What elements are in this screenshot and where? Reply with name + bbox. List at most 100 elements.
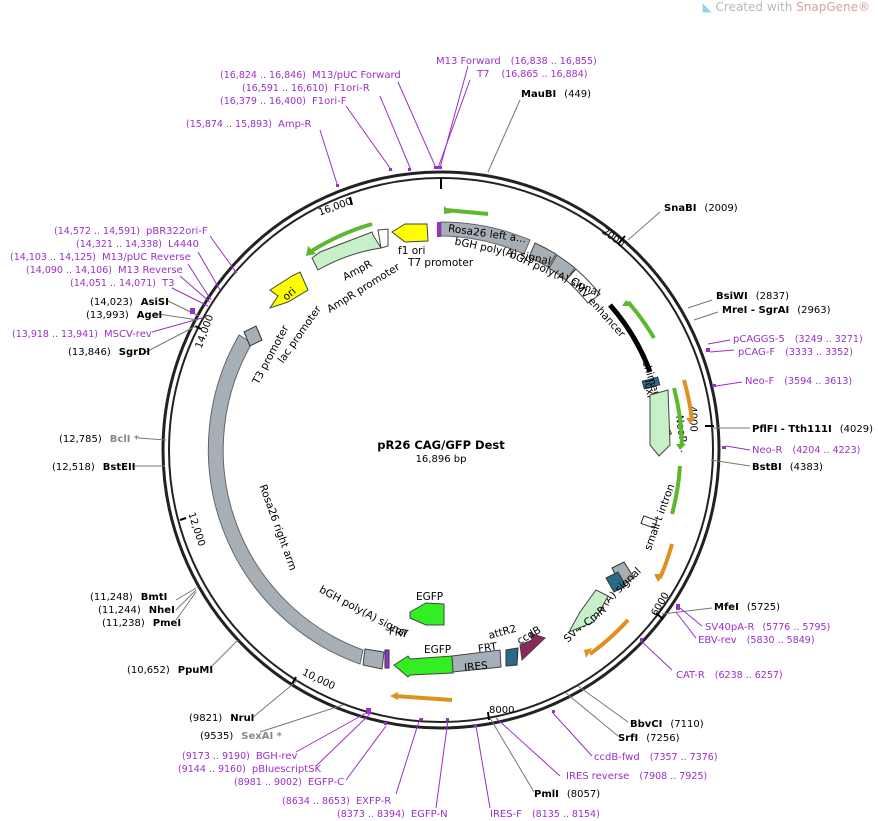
feature-cmv-enhancer[interactable] — [565, 268, 601, 304]
tick-label-6000: 6000 — [650, 591, 672, 619]
site-name: NruI — [230, 713, 254, 724]
primer-pos: (8135 .. 8154) — [532, 809, 600, 820]
feature-f1-ori[interactable] — [391, 223, 429, 243]
site-name: BbvCI — [630, 719, 662, 730]
site-name: NheI — [149, 605, 175, 616]
feature-bgh-polya-lower[interactable] — [362, 648, 385, 670]
site-sexai: (9535)SexAI * — [200, 731, 283, 742]
rosa26-left-arm-marker — [437, 222, 441, 237]
site-pos: (12,785) — [59, 434, 102, 445]
site-name: BstEII — [103, 462, 136, 473]
primer-name: Neo-F — [745, 376, 775, 387]
primer-name: pCAG-F — [738, 347, 775, 358]
site-pos: (11,244) — [98, 605, 141, 616]
orf-arrow-right-4 — [670, 465, 682, 515]
primer-pos: (3594 .. 3613) — [784, 376, 852, 387]
backbone-outer-ring — [161, 170, 721, 730]
primer-pos: (14,051 .. 14,071) — [70, 278, 156, 289]
site-bsiwi: BsiWI(2837) — [716, 291, 789, 302]
site-name: MreI - SgrAI — [722, 305, 789, 316]
primer-cat-r: CAT-R(6238 .. 6257) — [676, 670, 783, 681]
orf-arrow-top — [445, 208, 489, 216]
primer-ires-reverse: IRES reverse(7908 .. 7925) — [566, 771, 707, 782]
site-pos: (7256) — [646, 733, 679, 744]
feature-frt-left[interactable] — [384, 649, 390, 669]
primer-pos: (8373 .. 8394) — [337, 809, 405, 820]
site-pos: (9821) — [189, 713, 222, 724]
primer-name: M13/pUC Reverse — [102, 252, 191, 263]
site-name: SrfI — [618, 733, 638, 744]
label-egfp-lower: EGFP — [424, 644, 451, 656]
site-sgrdi: (13,846)SgrDI — [68, 347, 150, 358]
primer-egfp-c: (8981 .. 9002)EGFP-C — [234, 777, 344, 788]
feature-ampr[interactable] — [311, 231, 382, 271]
orf-arrow-left-top — [308, 222, 373, 254]
plasmid-name: pR26 CAG/GFP Dest — [377, 438, 505, 452]
feature-bgh-polya-top[interactable] — [528, 242, 557, 268]
feature-rosa26-right-arm[interactable] — [207, 334, 364, 665]
primer-ires-f: IRES-F(8135 .. 8154) — [490, 809, 600, 820]
site-pos: (7110) — [670, 719, 703, 730]
primer-pos: (5830 .. 5849) — [747, 635, 815, 646]
feature-cmr[interactable] — [567, 589, 609, 633]
primer-m13-reverse: (14,090 .. 14,106)M13 Reverse — [26, 265, 183, 276]
primer-pos: (5776 .. 5795) — [762, 622, 830, 633]
site-name: BclI * — [110, 434, 140, 445]
primer-name: M13 Reverse — [118, 265, 183, 276]
feature-ampr-promoter[interactable] — [377, 228, 389, 249]
primer-name: EGFP-N — [411, 809, 448, 820]
tick-label-10000: 10,000 — [300, 667, 336, 692]
feature-rosa26-left-arm[interactable] — [440, 221, 531, 255]
primer-pbluescriptsk: (9144 .. 9160)pBluescriptSK — [178, 764, 322, 775]
primer-name: pBluescriptSK — [252, 764, 322, 775]
site-pos: (449) — [564, 89, 591, 100]
site-pos: (13,993) — [86, 310, 129, 321]
site-pos: (2963) — [797, 305, 830, 316]
primer-pos: (8634 .. 8653) — [282, 796, 350, 807]
primer-ebv-rev: EBV-rev(5830 .. 5849) — [698, 635, 815, 646]
primer-name: F1ori-F — [312, 96, 347, 107]
site-pos: (11,248) — [90, 592, 133, 603]
primer-name: Amp-R — [278, 119, 312, 130]
site-name: BsiWI — [716, 291, 748, 302]
primer-pos: (16,865 .. 16,884) — [501, 69, 587, 80]
tick-label-8000: 8000 — [489, 705, 514, 716]
label-egfp-upper: EGFP — [416, 591, 443, 603]
site-name: SexAI * — [241, 731, 282, 742]
primer-pos: (15,874 .. 15,893) — [186, 119, 272, 130]
primer-l4440: (14,321 .. 14,338)L4440 — [76, 239, 199, 250]
feature-attr2[interactable] — [505, 647, 519, 667]
feature-lac-promoter[interactable] — [243, 325, 263, 347]
primer-pos: (7908 .. 7925) — [639, 771, 707, 782]
primer-amp-r: (15,874 .. 15,893) Amp-R — [186, 119, 312, 130]
site-pmei: (11,238)PmeI — [102, 618, 181, 629]
feature-cag-promoter[interactable] — [608, 303, 653, 373]
site-srfi: SrfI (7256) — [618, 733, 680, 744]
site-pos: (11,238) — [102, 618, 145, 629]
feature-egfp-lower[interactable] — [393, 655, 454, 678]
primer-name: ccdB-fwd — [594, 752, 640, 763]
feature-loxp[interactable] — [641, 376, 661, 390]
feature-ori[interactable] — [268, 271, 309, 309]
primer-m13-forward: M13 Forward(16,838 .. 16,855) — [436, 56, 597, 67]
primer-name: Neo-R — [752, 445, 783, 456]
primer-name: SV40pA-R — [705, 622, 754, 633]
feature-ccdb[interactable] — [519, 632, 546, 662]
site-nrui: (9821) NruI — [189, 713, 254, 724]
site-pos: (4029) — [840, 424, 873, 435]
site-name: AsiSI — [141, 297, 169, 308]
site-name: PpuMI — [178, 665, 213, 676]
site-snabi: SnaBI(2009) — [664, 203, 738, 214]
site-pos: (12,518) — [52, 462, 95, 473]
site-name: SgrDI — [119, 347, 150, 358]
primer-pos: (14,103 .. 14,125) — [10, 252, 96, 263]
label-ires: IRES — [464, 660, 489, 674]
site-mfei: MfeI(5725) — [714, 602, 780, 613]
feature-sv40-polya-blue[interactable] — [605, 571, 627, 593]
feature-egfp-upper[interactable] — [409, 602, 445, 626]
primer-name: F1ori-R — [334, 83, 370, 94]
feature-neor[interactable] — [649, 389, 671, 457]
feature-small-t-intron-marker[interactable] — [640, 515, 658, 529]
